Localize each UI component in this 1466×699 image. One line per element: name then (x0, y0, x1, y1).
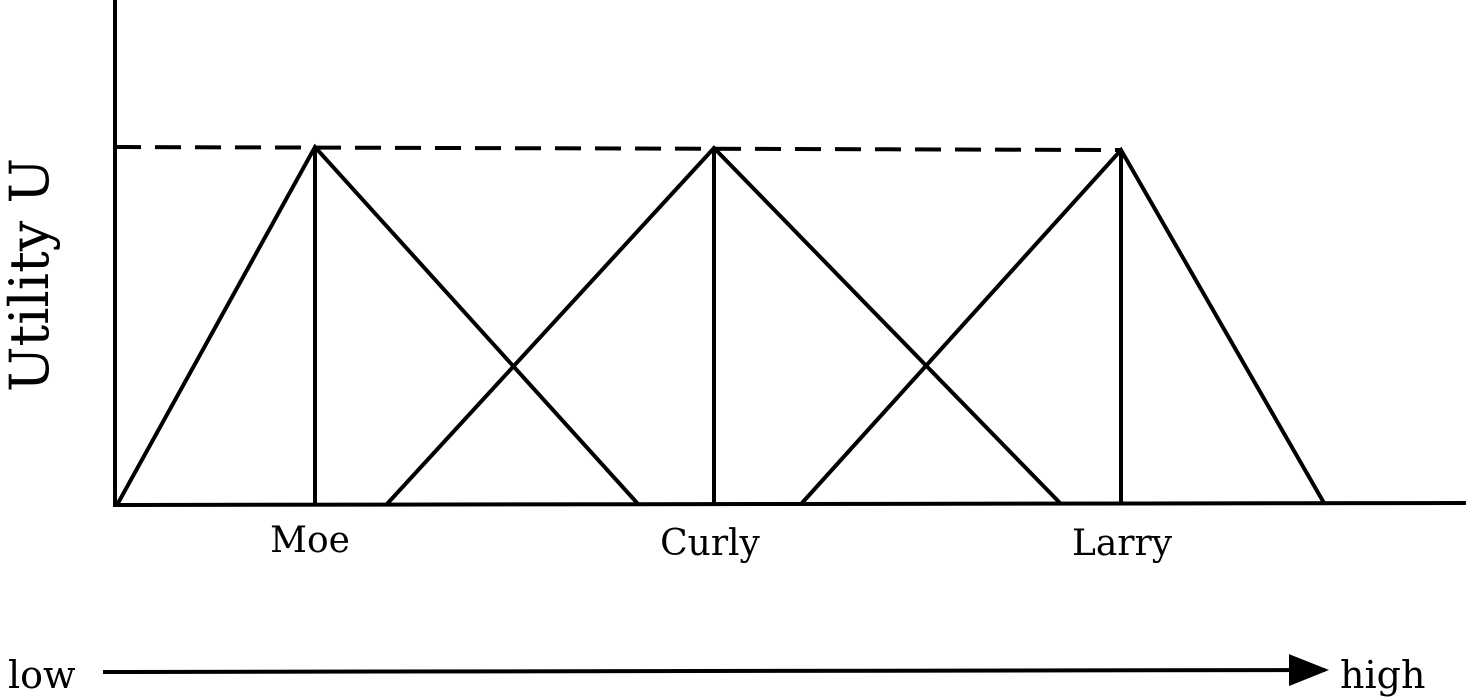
moe-utility-triangle (115, 143, 640, 506)
candidate-label-moe: Moe (270, 520, 350, 561)
candidate-label-curly: Curly (660, 523, 760, 564)
curly-utility-triangle (385, 145, 1062, 506)
x-axis (112, 501, 1466, 507)
low-to-high-arrow (102, 654, 1329, 687)
y-axis-label: Utility U (0, 158, 61, 392)
max-utility-dashed-line (114, 145, 1122, 152)
larry-utility-triangle (800, 146, 1326, 505)
high-label: high (1340, 653, 1425, 697)
candidate-label-larry: Larry (1072, 523, 1173, 564)
low-label: low (8, 653, 76, 697)
